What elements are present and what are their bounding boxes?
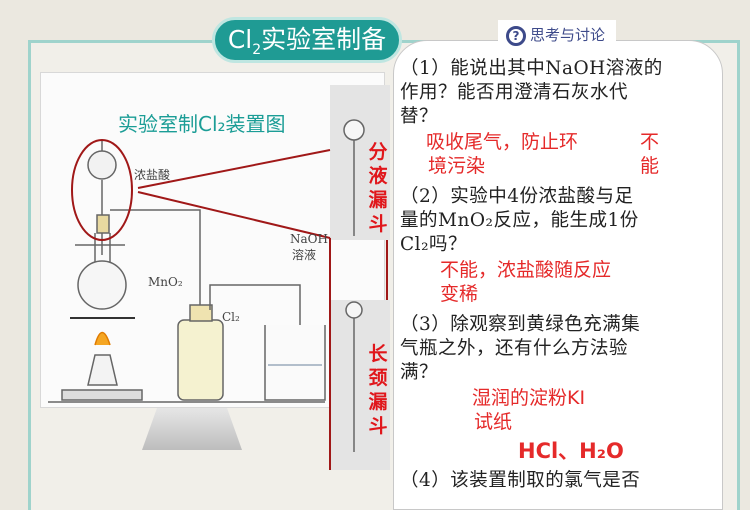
q2-line-3: Cl₂吗？ <box>400 234 467 255</box>
slide-title: Cl2实验室制备 <box>212 17 402 63</box>
q1-answer-3: 不 <box>640 131 660 153</box>
label-conc-hcl: 浓盐酸 <box>134 168 171 182</box>
q4-answer: HCl、H₂O <box>518 439 624 463</box>
label-cl2: Cl₂ <box>222 310 240 324</box>
q1-line-1: （1）能说出其中NaOH溶液的 <box>400 58 663 79</box>
discussion-badge: ?思考与讨论 <box>498 20 616 50</box>
diagram-title: 实验室制Cl₂装置图 <box>118 112 286 136</box>
label-mno2: MnO₂ <box>148 275 183 289</box>
q2-line-2: 量的MnO₂反应，能生成1份 <box>400 210 639 231</box>
funnel-panel-bottom <box>330 300 390 470</box>
q2-line-1: （2）实验中4份浓盐酸与足 <box>400 186 634 207</box>
long-neck-funnel-label: 长颈漏斗 <box>368 343 388 437</box>
q1-line-2: 作用？能否用澄清石灰水代 <box>400 82 629 103</box>
q2-answer-1: 不能，浓盐酸随反应 <box>440 259 612 281</box>
q1-answer-2: 境污染 <box>428 155 486 177</box>
question-icon: ? <box>506 26 526 46</box>
q1-answer-1: 吸收尾气，防止环 <box>426 131 579 153</box>
separatory-funnel-label: 分液漏斗 <box>368 141 388 235</box>
q2-answer-2: 变稀 <box>440 283 479 305</box>
discussion-card <box>393 40 723 510</box>
q1-answer-4: 能 <box>640 155 660 177</box>
label-solution: 溶液 <box>292 248 317 262</box>
q3-answer-1: 湿润的淀粉KI <box>472 387 586 409</box>
screen-stand <box>142 408 242 450</box>
q3-line-1: （3）除观察到黄绿色充满集 <box>400 314 641 335</box>
q4-line-1: （4）该装置制取的氯气是否 <box>400 470 641 491</box>
label-naoh: NaOH <box>290 232 328 246</box>
q3-line-2: 气瓶之外，还有什么方法验 <box>400 338 629 359</box>
q3-answer-2: 试纸 <box>474 411 513 433</box>
q1-line-3: 替？ <box>400 106 439 127</box>
q3-line-3: 满？ <box>400 362 439 383</box>
funnel-panel-top <box>330 85 390 240</box>
